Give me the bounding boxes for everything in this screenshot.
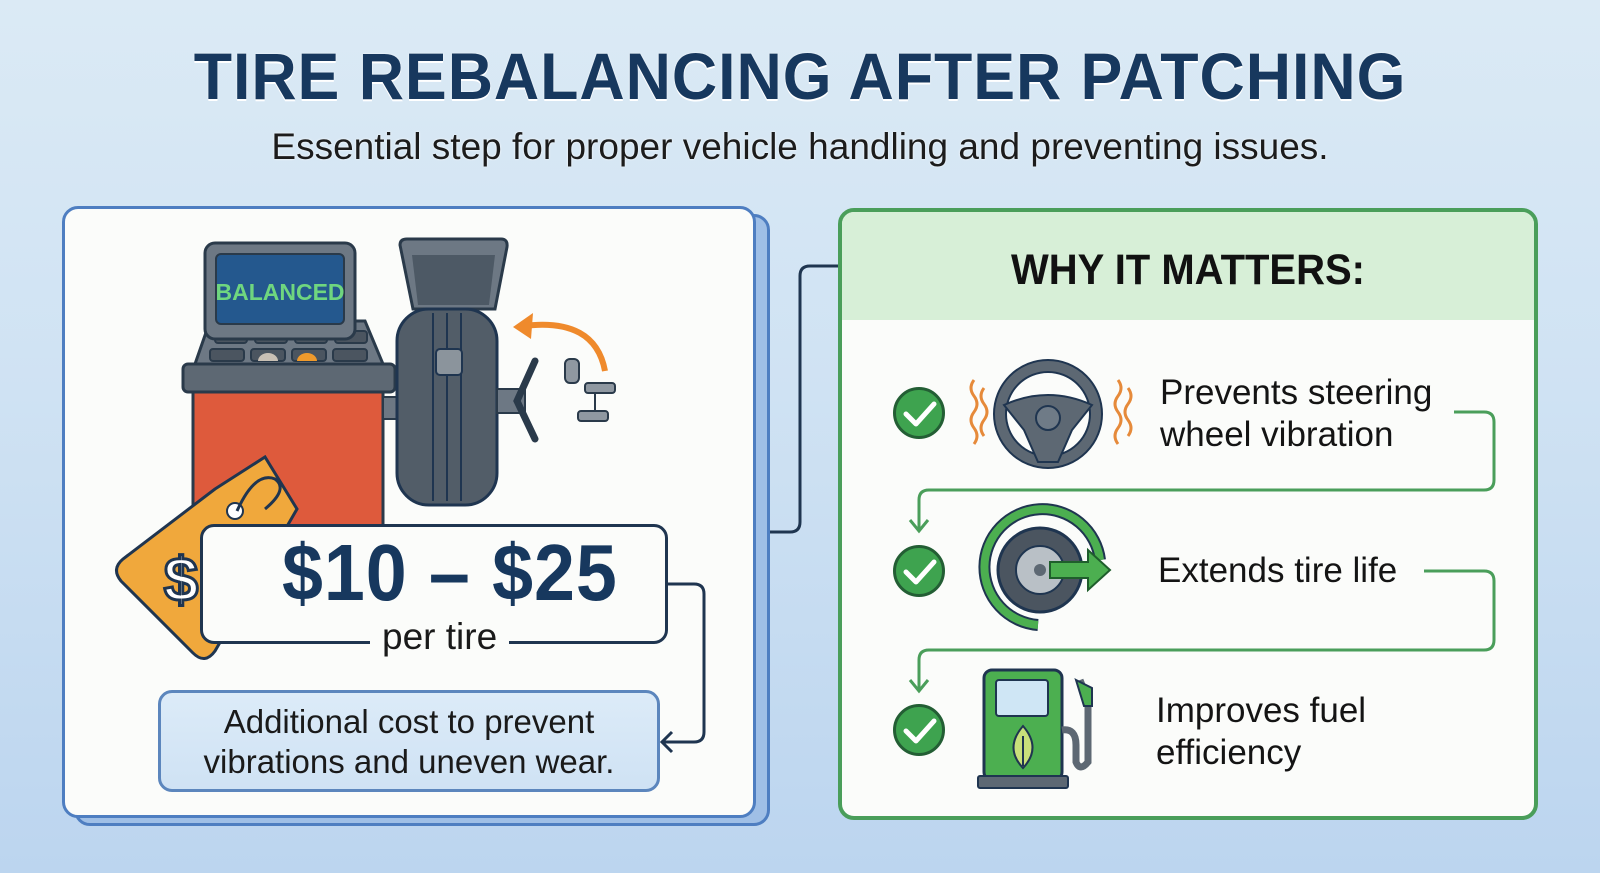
check-icon bbox=[893, 545, 945, 597]
tire-balancing-machine-icon: BALANCED bbox=[181, 241, 406, 531]
price-range: $10 – $25 bbox=[282, 528, 618, 617]
page-title: TIRE REBALANCING AFTER PATCHING bbox=[193, 39, 1407, 113]
benefit-item-fuel: Improves fuel efficiency bbox=[1156, 690, 1366, 774]
svg-text:BALANCED: BALANCED bbox=[215, 279, 344, 305]
tire-balancing-illustration: BALANCED bbox=[115, 237, 616, 660]
price-unit: per tire bbox=[370, 616, 510, 658]
check-icon bbox=[893, 704, 945, 756]
benefits-header bbox=[842, 212, 1534, 320]
wheel-weights-icon bbox=[564, 358, 616, 422]
benefit-item-tire-life: Extends tire life bbox=[1158, 551, 1398, 590]
check-icon bbox=[893, 387, 945, 439]
benefit-item-steering: Prevents steering wheel vibration bbox=[1160, 372, 1432, 456]
benefit-label-line: Prevents steering bbox=[1160, 373, 1433, 412]
svg-text:$: $ bbox=[164, 546, 198, 615]
benefits-title: WHY IT MATTERS: bbox=[1011, 246, 1365, 294]
benefit-label-line: efficiency bbox=[1156, 733, 1302, 772]
benefit-label-line: wheel vibration bbox=[1160, 415, 1394, 454]
benefit-label-line: Improves fuel bbox=[1156, 691, 1367, 730]
cost-note: Additional cost to prevent vibrations an… bbox=[158, 690, 660, 792]
curved-arrow-icon bbox=[522, 321, 608, 372]
patched-tire-icon bbox=[395, 307, 539, 507]
page-subtitle: Essential step for proper vehicle handli… bbox=[271, 126, 1329, 167]
